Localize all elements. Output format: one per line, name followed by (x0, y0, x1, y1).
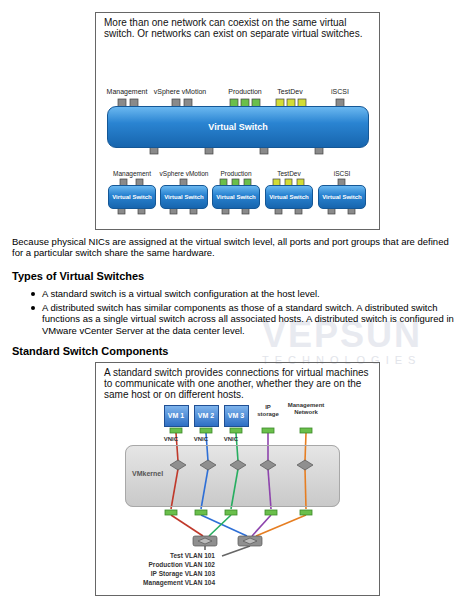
icon-label: IP storage (255, 404, 281, 417)
switch-icons (170, 460, 313, 546)
vmkernel-band: VMkernel (125, 445, 340, 507)
bullet-dot (31, 306, 35, 310)
port-group-label: Management (106, 170, 158, 177)
vmkernel-label: VMkernel (132, 470, 163, 477)
switch-label: Virtual Switch (112, 194, 152, 200)
switch-label: Virtual Switch (164, 194, 204, 200)
virtual-switch: Virtual Switch (265, 185, 313, 209)
port-group-label: Production (217, 88, 273, 95)
vm-label: VM 3 (228, 412, 244, 419)
vm-box: VM 3 (224, 405, 249, 427)
bullet-text: A standard switch is a virtual switch co… (42, 288, 462, 299)
port-group-label: TestDev (263, 170, 315, 177)
figure-frame: More than one network can coexist on the… (95, 12, 380, 230)
figure-caption: A standard switch provides connections f… (96, 363, 379, 404)
port-group-label: vSphere vMotion (152, 88, 208, 95)
port-group-label: Management (99, 88, 155, 95)
switch-label: Virtual Switch (216, 194, 256, 200)
port-group-label: TestDev (262, 88, 318, 95)
vnic-label: VNIC (156, 436, 178, 442)
wires (171, 433, 306, 556)
vm-box: VM 1 (164, 405, 189, 427)
section-heading: Types of Virtual Switches (12, 270, 312, 282)
switch-label: Virtual Switch (269, 194, 309, 200)
figure-caption: More than one network can coexist on the… (96, 13, 379, 43)
switch-label: Virtual Switch (208, 122, 267, 132)
watermark: TECHNOLOGIES (262, 354, 462, 366)
bullet-text: A distributed switch has similar compone… (42, 302, 462, 336)
port-group-label: vSphere vMotion (158, 170, 210, 177)
vm-label: VM 2 (198, 412, 214, 419)
vlan-label: Test VLAN 101 (110, 552, 215, 559)
virtual-switch: Virtual Switch (212, 185, 260, 209)
vnic-label: VNIC (186, 436, 208, 442)
vlan-label: Management VLAN 104 (110, 579, 215, 586)
virtual-switch: Virtual Switch (107, 106, 369, 148)
icon-label: Management Network (285, 402, 327, 415)
port-group-label: iSCSI (316, 170, 368, 177)
vm-label: VM 1 (168, 412, 184, 419)
section-heading: Standard Switch Components (12, 345, 312, 357)
bullet-dot (31, 292, 35, 296)
virtual-switch: Virtual Switch (318, 185, 366, 209)
paragraph: Because physical NICs are assigned at th… (12, 236, 462, 259)
vlan-label: Production VLAN 102 (110, 561, 215, 568)
vm-box: VM 2 (194, 405, 219, 427)
port-group-label: iSCSI (312, 88, 368, 95)
switch-label: Virtual Switch (322, 194, 362, 200)
virtual-switch: Virtual Switch (160, 185, 208, 209)
figure-frame: A standard switch provides connections f… (95, 362, 380, 596)
nic-icons (165, 428, 312, 515)
port-group-label: Production (210, 170, 262, 177)
virtual-switch: Virtual Switch (108, 185, 156, 209)
vnic-label: VNIC (216, 436, 238, 442)
vlan-label: IP Storage VLAN 103 (110, 570, 215, 577)
